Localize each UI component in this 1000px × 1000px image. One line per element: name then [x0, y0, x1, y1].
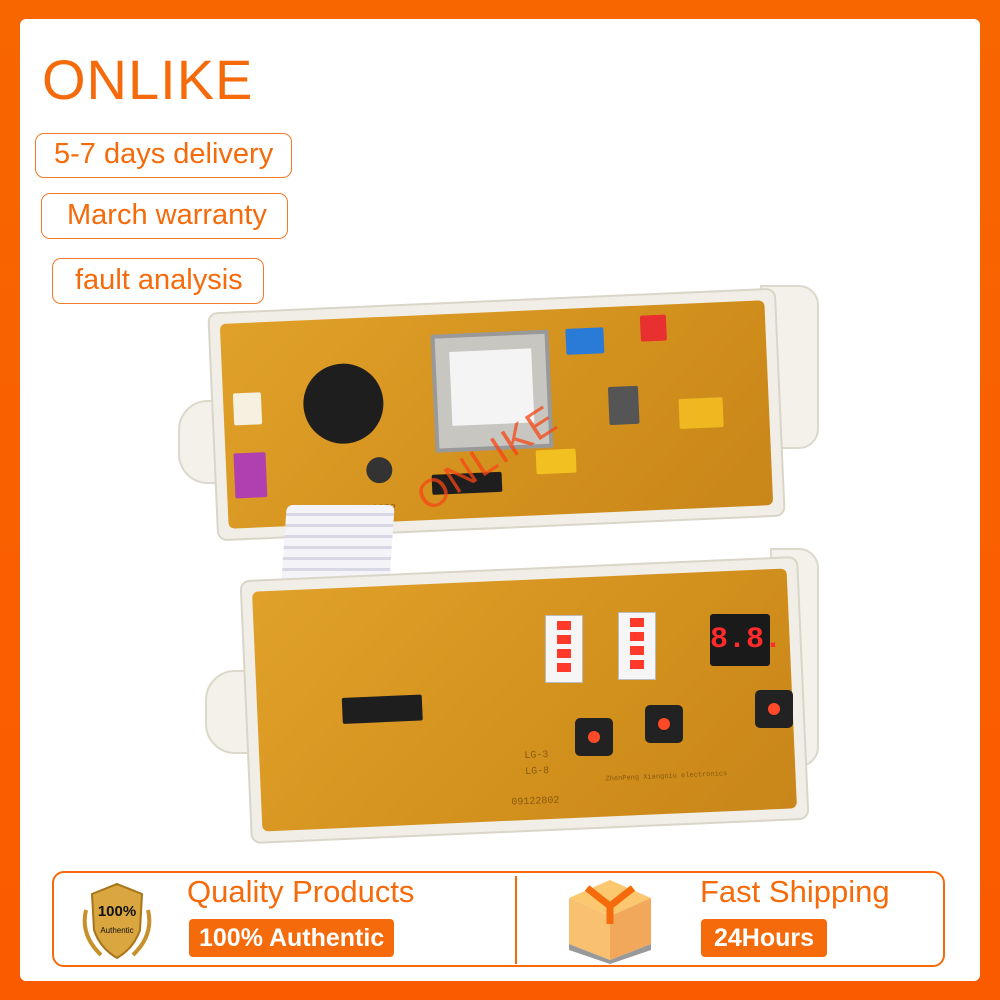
- connector-yellow: [678, 397, 724, 430]
- bottom-board: LG-3 LG-8 09122802 ZhenPeng Xiangniu ele…: [239, 555, 810, 845]
- feature-fault-analysis: fault analysis: [52, 258, 264, 304]
- bottom-pcb: LG-3 LG-8 09122802 ZhenPeng Xiangniu ele…: [252, 568, 797, 832]
- tact-button: [755, 690, 793, 728]
- led-bar: [545, 615, 583, 683]
- shipping-title: Fast Shipping: [700, 874, 890, 909]
- authentic-tag: 100% Authentic: [189, 919, 395, 957]
- brand-name: ONLIKE: [42, 48, 254, 111]
- silkscreen-model-2: LG-8: [524, 765, 550, 779]
- buzzer: [301, 361, 386, 446]
- connector-purple: [233, 452, 268, 499]
- silkscreen-model-1: LG-3: [524, 750, 549, 763]
- silkscreen-code: 09122802: [511, 795, 560, 809]
- hours-tag: 24Hours: [701, 919, 828, 957]
- gold-shield-badge-icon: 100% Authentic: [82, 882, 152, 960]
- ic-chip: [341, 694, 423, 724]
- connector-blue: [565, 327, 605, 355]
- connector-red: [639, 314, 667, 342]
- feature-delivery: 5-7 days delivery: [35, 133, 293, 178]
- led-bar: [618, 612, 656, 680]
- seven-segment-display: 8.8.: [710, 614, 782, 666]
- connector-white: [232, 392, 263, 426]
- connector-gray: [607, 385, 640, 426]
- banner-divider: [515, 876, 517, 964]
- top-pcb: 09122802: [219, 300, 774, 529]
- tact-button: [575, 718, 613, 756]
- badge-text-top: 100%: [98, 903, 136, 920]
- capacitor: [535, 448, 577, 475]
- guarantee-banner: [52, 871, 945, 967]
- badge-text-bottom: Authentic: [100, 926, 133, 935]
- top-board: 09122802: [207, 287, 786, 542]
- quality-title: Quality Products: [187, 874, 415, 909]
- tact-button: [645, 705, 683, 743]
- cardboard-box-icon: [569, 880, 651, 964]
- feature-warranty: March warranty: [41, 193, 288, 239]
- silkscreen-maker: ZhenPeng Xiangniu electronics: [605, 770, 728, 784]
- capacitor: [365, 456, 393, 484]
